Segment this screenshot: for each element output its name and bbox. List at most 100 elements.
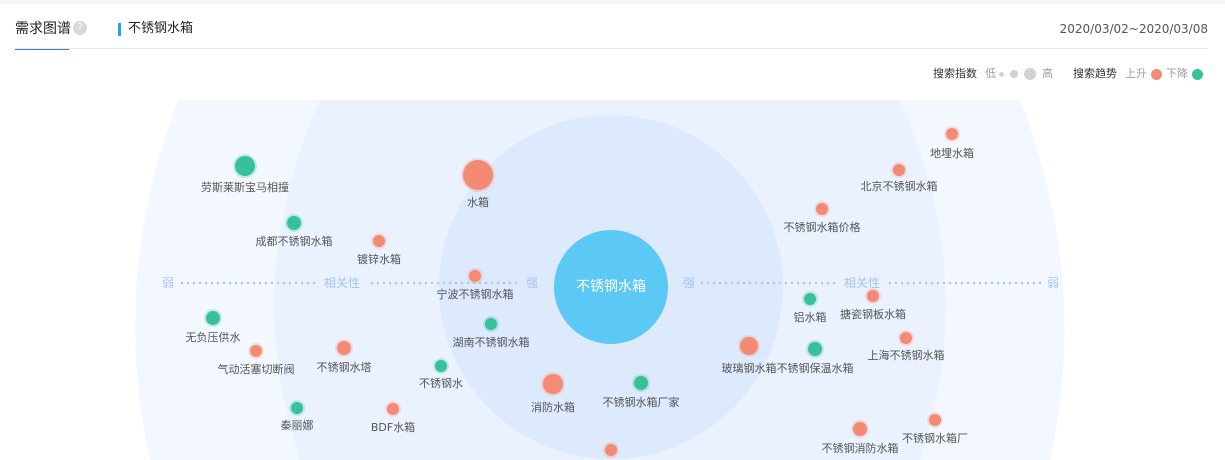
node-up[interactable] bbox=[337, 341, 351, 355]
axis-dot bbox=[436, 281, 440, 285]
node-down[interactable] bbox=[287, 216, 301, 230]
axis-dot bbox=[772, 281, 776, 285]
node-up[interactable] bbox=[373, 235, 385, 247]
node-label[interactable]: 地埋水箱 bbox=[930, 147, 974, 160]
size-large-icon bbox=[1024, 68, 1036, 80]
node-up[interactable] bbox=[543, 374, 563, 394]
node-label[interactable]: 不锈钢水塔 bbox=[316, 361, 372, 374]
node-label[interactable]: 搪瓷钢板水箱 bbox=[840, 308, 906, 321]
axis-dot bbox=[936, 281, 940, 285]
node-label[interactable]: 不锈钢水 bbox=[419, 377, 463, 390]
node-label[interactable]: 湖南不锈钢水箱 bbox=[452, 336, 530, 349]
node-label[interactable]: 消防水箱 bbox=[531, 401, 575, 414]
relevance-axis bbox=[180, 281, 1042, 285]
axis-dot bbox=[454, 281, 458, 285]
node-down[interactable] bbox=[235, 156, 255, 176]
axis-dot bbox=[216, 281, 220, 285]
axis-dot bbox=[228, 281, 232, 285]
axis-dot bbox=[700, 281, 704, 285]
axis-dot bbox=[246, 281, 250, 285]
axis-dot bbox=[240, 281, 244, 285]
node-label[interactable]: BDF水箱 bbox=[370, 421, 416, 434]
node-label[interactable]: 秦丽娜 bbox=[280, 419, 314, 432]
node-up[interactable] bbox=[387, 403, 399, 415]
axis-dot bbox=[790, 281, 794, 285]
node-label[interactable]: 不锈钢消防水箱 bbox=[821, 442, 899, 455]
node-label[interactable]: 不锈钢保温水箱 bbox=[776, 362, 854, 375]
axis-dot bbox=[748, 281, 752, 285]
node-label[interactable]: 不锈钢水箱价格 bbox=[783, 221, 861, 234]
node-up[interactable] bbox=[893, 164, 905, 176]
axis-dot bbox=[900, 281, 904, 285]
node-up[interactable] bbox=[900, 332, 912, 344]
axis-dot bbox=[484, 281, 488, 285]
node-up[interactable] bbox=[946, 128, 958, 140]
node-label[interactable]: 劳斯莱斯宝马相撞 bbox=[201, 181, 289, 194]
axis-dot bbox=[370, 281, 374, 285]
node-label[interactable]: 气动活塞切断阀 bbox=[217, 363, 295, 376]
axis-dot bbox=[502, 281, 506, 285]
axis-dot bbox=[186, 281, 190, 285]
axis-dot bbox=[1002, 281, 1006, 285]
keyword-marker bbox=[118, 23, 121, 36]
node-up[interactable] bbox=[250, 345, 262, 357]
axis-dot bbox=[996, 281, 1000, 285]
tab-demand-map[interactable]: 需求图谱 bbox=[15, 21, 71, 37]
node-label[interactable]: 不锈钢水箱厂家 bbox=[602, 396, 680, 409]
node-up[interactable] bbox=[463, 160, 493, 190]
axis-dot bbox=[412, 281, 416, 285]
node-up[interactable] bbox=[853, 422, 867, 436]
node-down[interactable] bbox=[206, 311, 220, 325]
node-layer bbox=[204, 126, 960, 458]
node-up[interactable] bbox=[469, 270, 481, 282]
axis-dot bbox=[270, 281, 274, 285]
node-down[interactable] bbox=[804, 293, 816, 305]
node-up[interactable] bbox=[867, 290, 879, 302]
node-label[interactable]: 宁波不锈钢水箱 bbox=[436, 288, 514, 301]
axis-dot bbox=[906, 281, 910, 285]
node-label[interactable]: 无负压供水 bbox=[185, 331, 241, 344]
axis-dot bbox=[276, 281, 280, 285]
axis-dot bbox=[282, 281, 286, 285]
node-up[interactable] bbox=[929, 414, 941, 426]
help-icon[interactable]: ? bbox=[73, 21, 87, 35]
node-up[interactable] bbox=[740, 337, 758, 355]
axis-dot bbox=[442, 281, 446, 285]
axis-dot bbox=[972, 281, 976, 285]
node-down[interactable] bbox=[291, 402, 303, 414]
axis-dot bbox=[924, 281, 928, 285]
legend-up: 上升 bbox=[1125, 67, 1147, 80]
top-strip bbox=[0, 0, 1225, 4]
node-label[interactable]: 不锈钢水箱厂 bbox=[902, 432, 968, 445]
axis-dot bbox=[718, 281, 722, 285]
axis-dot bbox=[1032, 281, 1036, 285]
node-up[interactable] bbox=[605, 444, 617, 456]
center-node[interactable] bbox=[554, 230, 668, 344]
trend-down-icon bbox=[1192, 68, 1203, 80]
node-down[interactable] bbox=[485, 318, 497, 330]
axis-dot bbox=[912, 281, 916, 285]
axis-dot bbox=[706, 281, 710, 285]
node-up[interactable] bbox=[816, 203, 828, 215]
axis-strong-left: 强 bbox=[525, 276, 539, 290]
node-label[interactable]: 北京不锈钢水箱 bbox=[860, 180, 938, 193]
axis-dot bbox=[252, 281, 256, 285]
node-label[interactable]: 上海不锈钢水箱 bbox=[867, 349, 945, 362]
date-range[interactable]: 2020/03/02~2020/03/08 bbox=[1059, 22, 1208, 36]
node-label[interactable]: 成都不锈钢水箱 bbox=[255, 235, 333, 248]
node-down[interactable] bbox=[435, 360, 447, 372]
node-label[interactable]: 水箱 bbox=[467, 196, 489, 209]
node-down[interactable] bbox=[634, 376, 648, 390]
axis-dot bbox=[1014, 281, 1018, 285]
axis-dot bbox=[960, 281, 964, 285]
axis-weak-right: 弱 bbox=[1046, 276, 1060, 290]
axis-dot bbox=[264, 281, 268, 285]
node-down[interactable] bbox=[808, 342, 822, 356]
axis-dot bbox=[724, 281, 728, 285]
center-label[interactable]: 不锈钢水箱 bbox=[576, 279, 646, 295]
node-label[interactable]: 镀锌水箱 bbox=[357, 253, 401, 266]
node-label[interactable]: 玻璃钢水箱 bbox=[721, 362, 777, 375]
axis-relevance-left: 相关性 bbox=[323, 276, 361, 290]
node-label[interactable]: 铝水箱 bbox=[793, 311, 827, 324]
axis-dot bbox=[300, 281, 304, 285]
